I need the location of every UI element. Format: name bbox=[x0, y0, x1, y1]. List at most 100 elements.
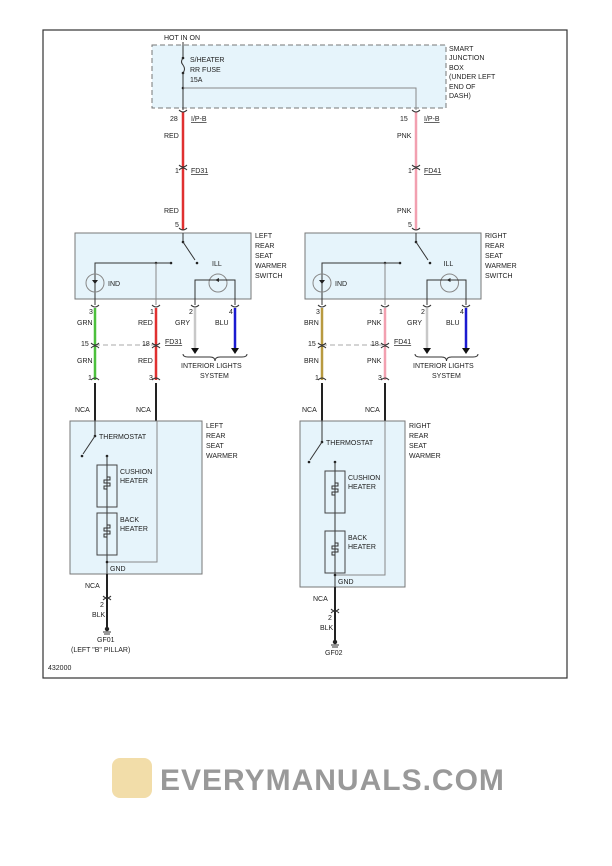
connector-icon bbox=[330, 608, 340, 614]
label: HEATER bbox=[120, 526, 148, 533]
label: GRN bbox=[77, 320, 93, 327]
back-heater-icon bbox=[324, 530, 346, 574]
switch-contact-icon bbox=[415, 241, 429, 261]
junction-dot bbox=[333, 573, 337, 577]
label: GRN bbox=[77, 358, 93, 365]
connector-icon bbox=[317, 342, 327, 381]
connector-icon bbox=[151, 342, 161, 381]
connector-icon bbox=[90, 342, 100, 381]
label: SEAT bbox=[409, 443, 427, 450]
fuse-icon bbox=[181, 57, 185, 74]
label: SYSTEM bbox=[200, 373, 229, 380]
junction-box-label: BOX bbox=[449, 65, 464, 72]
arrow-icon bbox=[231, 348, 239, 354]
junction-box-label: END OF bbox=[449, 84, 475, 91]
brace bbox=[182, 353, 248, 362]
left-feed-circuit: 28 I/P-B RED 1 FD31 RED 5 bbox=[164, 109, 208, 231]
label: GF01 bbox=[97, 637, 115, 644]
left-rear-seat-warmer-switch: INDILLLEFTREARSEATWARMERSWITCH3GRN1RED2G… bbox=[74, 232, 287, 425]
junction-box-label: (UNDER LEFT bbox=[449, 74, 496, 81]
label: WARMER bbox=[206, 453, 238, 460]
label: LEFT bbox=[255, 233, 273, 240]
label: THERMOSTAT bbox=[326, 440, 374, 447]
junction-dot bbox=[181, 56, 185, 60]
label: REAR bbox=[409, 433, 428, 440]
wire-color-label: RED bbox=[164, 208, 179, 215]
label: HEATER bbox=[348, 484, 376, 491]
pin-label: 1 bbox=[408, 168, 412, 175]
label: BLU bbox=[215, 320, 229, 327]
label: 3 bbox=[378, 375, 382, 382]
label: BACK bbox=[120, 517, 139, 524]
watermark-text: EVERYMANUALS.COM bbox=[160, 764, 505, 797]
label: SEAT bbox=[255, 253, 273, 260]
ground-icon bbox=[104, 626, 110, 632]
ind-led-icon bbox=[85, 273, 105, 293]
label: HEATER bbox=[348, 544, 376, 551]
thermostat-icon bbox=[82, 435, 96, 455]
connector-label: FD41 bbox=[424, 168, 441, 175]
connector-icon bbox=[461, 304, 471, 308]
label: BRN bbox=[304, 320, 319, 327]
label: WARMER bbox=[485, 263, 517, 270]
heater-element-icon bbox=[331, 482, 339, 496]
label: NCA bbox=[136, 407, 151, 414]
label: 2 bbox=[189, 309, 193, 316]
label: LEFT bbox=[206, 423, 224, 430]
label: CUSHION bbox=[348, 475, 380, 482]
label: BLU bbox=[446, 320, 460, 327]
connector-icon bbox=[380, 304, 390, 308]
diagram-line bbox=[335, 421, 386, 576]
label: BRN bbox=[304, 358, 319, 365]
diagram-line bbox=[94, 262, 171, 283]
label: WARMER bbox=[409, 453, 441, 460]
label: NCA bbox=[85, 583, 100, 590]
back-heater-icon bbox=[96, 512, 118, 556]
connector-icon bbox=[102, 595, 112, 601]
label: 15 bbox=[81, 341, 89, 348]
label: IND bbox=[335, 281, 347, 288]
pin-label: 5 bbox=[175, 222, 179, 229]
label: GND bbox=[338, 579, 354, 586]
junction-dot bbox=[195, 261, 199, 265]
junction-dot bbox=[428, 261, 432, 265]
connector-icon bbox=[90, 304, 100, 308]
hot-in-on-label: HOT IN ON bbox=[164, 35, 200, 42]
ground-icon bbox=[331, 644, 339, 648]
label: GRY bbox=[175, 320, 190, 327]
label: 3 bbox=[149, 375, 153, 382]
label: 4 bbox=[229, 309, 233, 316]
wire-color-label: PNK bbox=[397, 133, 412, 140]
label: SEAT bbox=[206, 443, 224, 450]
label: 2 bbox=[328, 615, 332, 622]
junction-box-label: SMART bbox=[449, 46, 474, 53]
diagram-line bbox=[426, 279, 467, 305]
watermark-logo-icon bbox=[112, 758, 152, 798]
connector-icon bbox=[151, 304, 161, 308]
connector-label: FD31 bbox=[191, 168, 208, 175]
connector-icon bbox=[190, 304, 200, 308]
label: GF02 bbox=[325, 650, 343, 657]
cushion-heater-icon bbox=[324, 470, 346, 514]
label: 18 bbox=[142, 341, 150, 348]
arrow-icon bbox=[191, 348, 199, 354]
left-rear-seat-warmer: THERMOSTATCUSHIONHEATERBACKHEATERGNDLEFT… bbox=[69, 420, 238, 654]
label: FD41 bbox=[394, 339, 411, 346]
brace bbox=[414, 353, 479, 362]
ill-led-icon bbox=[208, 273, 228, 293]
label: REAR bbox=[485, 243, 504, 250]
connector-icon bbox=[411, 109, 421, 231]
warmer-box bbox=[69, 420, 203, 575]
wire bbox=[183, 87, 417, 110]
label: SWITCH bbox=[485, 273, 513, 280]
pin-label: 5 bbox=[408, 222, 412, 229]
smart-junction-box: HOT IN ON S/HEATER RR FUSE 15A SMART JUN… bbox=[151, 35, 496, 110]
diode-icon bbox=[92, 280, 98, 284]
ground-icon bbox=[332, 639, 338, 645]
pin-label: 28 bbox=[170, 116, 178, 123]
fuse-rating: 15A bbox=[190, 77, 203, 84]
wire-color-label: PNK bbox=[397, 208, 412, 215]
pin-label: 15 bbox=[400, 116, 408, 123]
heater-element-icon bbox=[331, 542, 339, 556]
thermostat-icon bbox=[309, 441, 323, 461]
